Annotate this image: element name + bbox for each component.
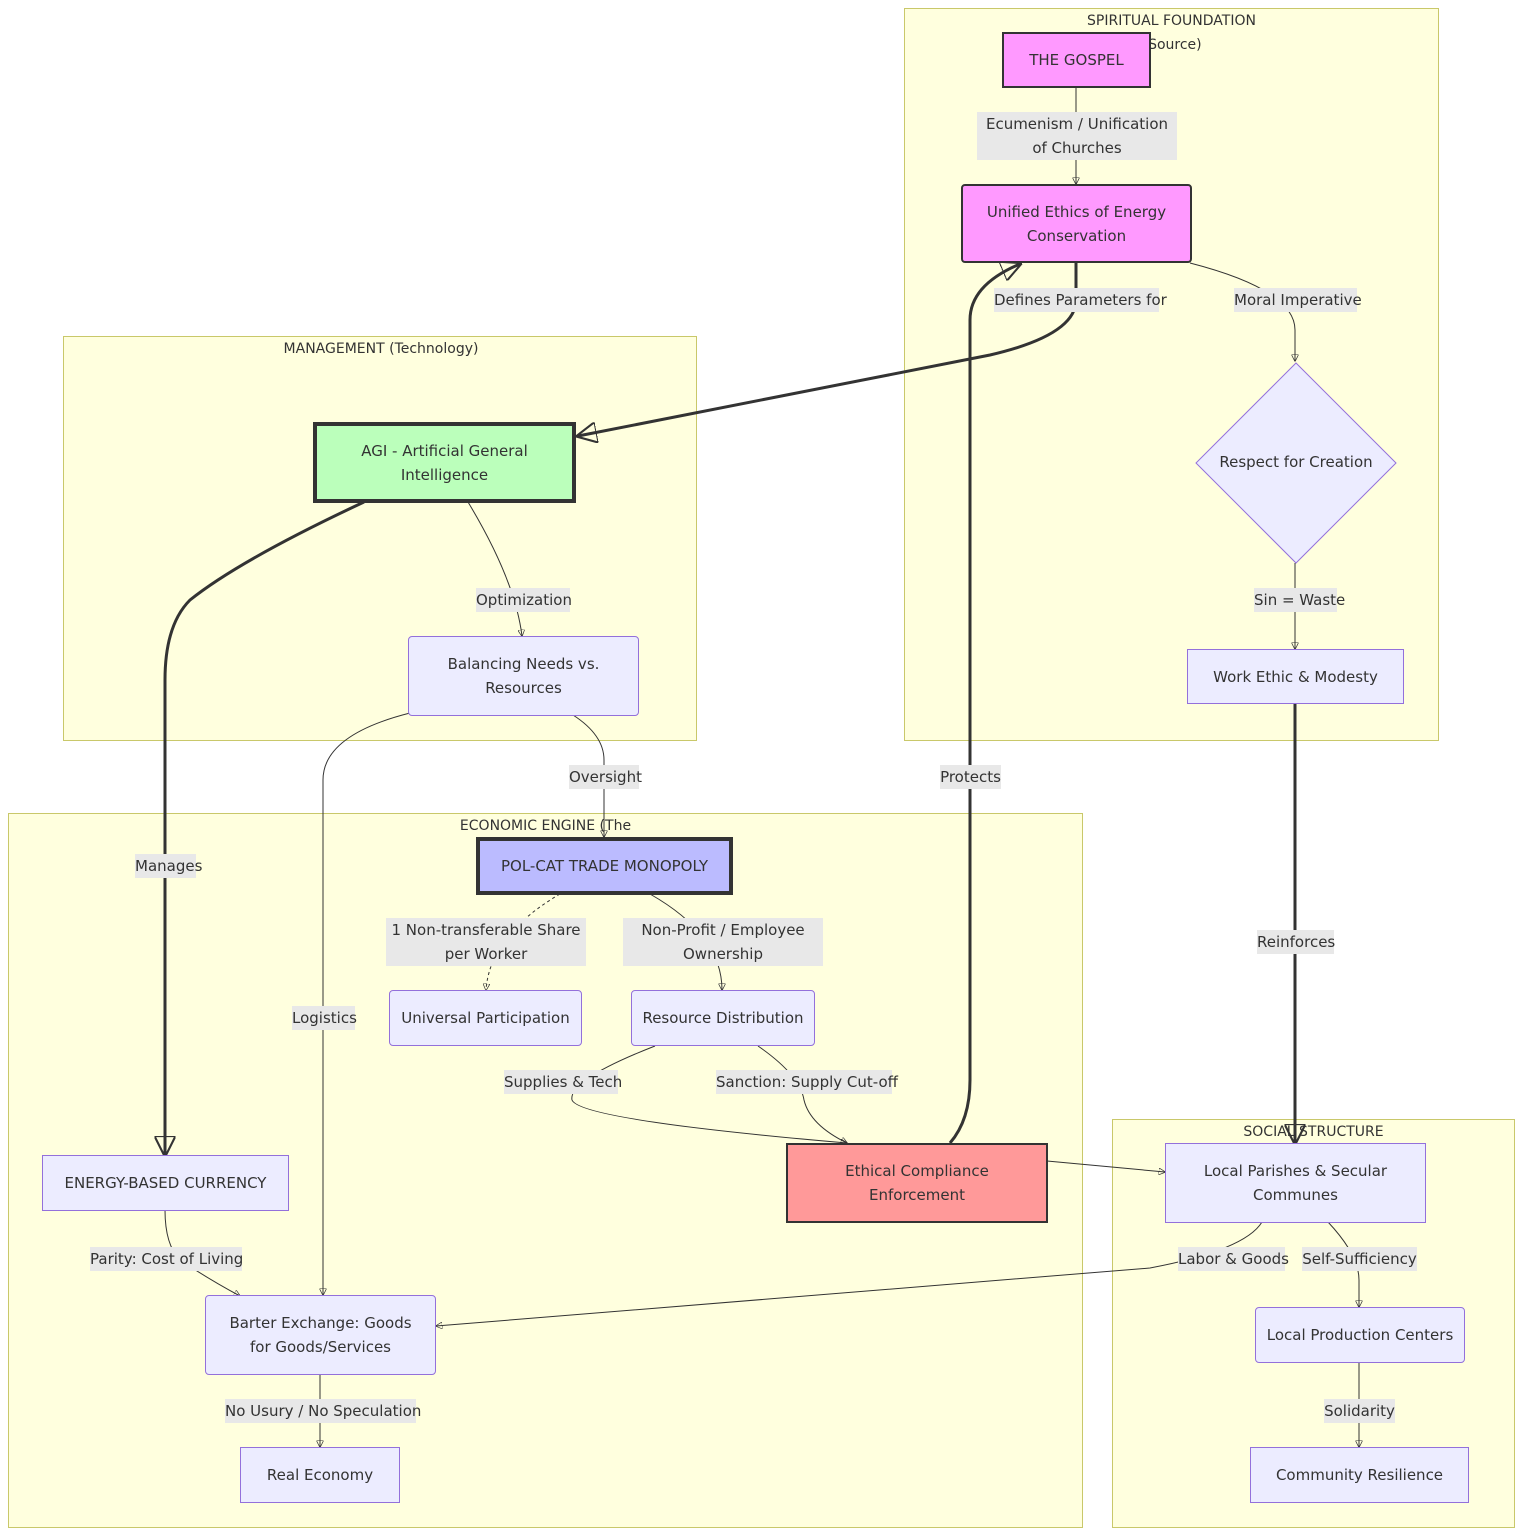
node-respect-label: Respect for Creation	[1219, 453, 1373, 471]
node-label: Work Ethic & Modesty	[1213, 667, 1378, 686]
edge-label-line: Non-Profit / Employee	[641, 921, 805, 939]
edge-label-one-share: 1 Non-transferable Share per Worker	[386, 918, 586, 966]
edge-label-supplies-tech: Supplies & Tech	[504, 1070, 622, 1094]
node-label-line: Enforcement	[869, 1186, 965, 1204]
node-barter-exchange[interactable]: Barter Exchange: Goods for Goods/Service…	[205, 1295, 436, 1375]
node-label-line: Unified Ethics of Energy	[986, 202, 1167, 221]
node-agi[interactable]: AGI - Artificial General Intelligence	[313, 422, 576, 503]
edge-label-non-profit: Non-Profit / Employee Ownership	[623, 918, 823, 966]
node-label: ENERGY-BASED CURRENCY	[64, 1174, 267, 1192]
node-label-line: Barter Exchange: Goods	[229, 1314, 412, 1332]
edge-label-protects: Protects	[940, 765, 1001, 789]
node-label-line: Local Parishes & Secular	[1203, 1162, 1388, 1180]
edge-label-line: per Worker	[444, 945, 528, 963]
edge-parishes-to-barter	[436, 1221, 1263, 1326]
node-label: Community Resilience	[1275, 1466, 1444, 1484]
edge-label-sin-waste: Sin = Waste	[1254, 588, 1345, 612]
edge-label-parity: Parity: Cost of Living	[90, 1247, 243, 1271]
cluster-management: MANAGEMENT (Technology)	[63, 336, 697, 741]
node-label-line: Balancing Needs vs.	[447, 655, 600, 673]
edge-balancing-to-barter	[323, 712, 411, 1295]
node-label: THE GOSPEL	[1029, 51, 1124, 69]
edge-label-reinforces: Reinforces	[1257, 930, 1335, 954]
node-label-line: Communes	[1253, 1186, 1338, 1204]
cluster-title-management: MANAGEMENT (Technology)	[283, 341, 479, 357]
cluster-title-economic: ECONOMIC ENGINE (The	[459, 818, 632, 834]
node-label: Unified Ethics of Energy Conservation	[987, 200, 1166, 248]
node-label: Local Parishes & Secular Communes	[1204, 1159, 1387, 1207]
node-community-resilience[interactable]: Community Resilience	[1250, 1447, 1469, 1503]
node-the-gospel[interactable]: THE GOSPEL	[1002, 32, 1151, 88]
edge-label-line: 1 Non-transferable Share	[391, 921, 581, 939]
node-label-line: Resources	[485, 679, 562, 697]
node-work-ethic[interactable]: Work Ethic & Modesty	[1187, 649, 1404, 704]
edge-agi-to-currency	[165, 500, 365, 1155]
cluster-title-spiritual: SPIRITUAL FOUNDATION	[1087, 13, 1256, 29]
edge-distribution-sanction	[757, 1045, 847, 1143]
edge-label-defines-parameters: Defines Parameters for	[994, 288, 1167, 312]
edge-label-moral-imperative: Moral Imperative	[1234, 288, 1362, 312]
edge-label-sanction: Sanction: Supply Cut-off	[716, 1070, 898, 1094]
node-label: Barter Exchange: Goods for Goods/Service…	[229, 1311, 411, 1359]
node-label-line: for Goods/Services	[249, 1338, 391, 1356]
edge-label-line: Ownership	[683, 945, 763, 963]
edge-label-optimization: Optimization	[476, 588, 572, 612]
node-ethical-compliance[interactable]: Ethical Compliance Enforcement	[786, 1143, 1048, 1223]
edge-label-logistics: Logistics	[292, 1006, 357, 1030]
node-label: POL-CAT TRADE MONOPOLY	[500, 857, 709, 875]
node-label-line: Intelligence	[400, 465, 489, 484]
node-label-line: Conservation	[1026, 226, 1127, 245]
edge-distribution-supplies	[571, 1045, 847, 1143]
edge-label-line: of Churches	[1032, 139, 1122, 157]
edge-label-labor-goods: Labor & Goods	[1178, 1247, 1289, 1271]
node-real-economy[interactable]: Real Economy	[240, 1447, 400, 1503]
edge-label-line: Ecumenism / Unification	[985, 115, 1169, 133]
node-label: Universal Participation	[401, 1009, 570, 1027]
node-label-line: Ethical Compliance	[845, 1162, 989, 1180]
edge-label-manages: Manages	[135, 854, 202, 878]
node-energy-based-currency[interactable]: ENERGY-BASED CURRENCY	[42, 1155, 289, 1211]
edge-label-no-usury: No Usury / No Speculation	[225, 1399, 421, 1423]
edge-compliance-to-ethics	[948, 264, 1020, 1144]
edge-label-self-sufficiency: Self-Sufficiency	[1302, 1247, 1417, 1271]
node-universal-participation[interactable]: Universal Participation	[389, 990, 582, 1046]
edge-ethics-to-respect	[1189, 262, 1295, 361]
node-label: Real Economy	[266, 1466, 374, 1484]
node-local-production-centers[interactable]: Local Production Centers	[1255, 1307, 1465, 1363]
node-local-parishes[interactable]: Local Parishes & Secular Communes	[1165, 1143, 1426, 1223]
node-label: Ethical Compliance Enforcement	[845, 1159, 989, 1207]
node-balancing-needs[interactable]: Balancing Needs vs. Resources	[408, 636, 639, 716]
edge-label-ecumenism: Ecumenism / Unification of Churches	[977, 112, 1177, 160]
node-label-line: AGI - Artificial General	[361, 441, 528, 460]
node-label: Local Production Centers	[1266, 1326, 1454, 1344]
edge-compliance-to-parishes	[1046, 1160, 1165, 1172]
edge-label-oversight: Oversight	[569, 765, 642, 789]
node-respect-for-creation[interactable]	[1195, 362, 1397, 564]
edge-balancing-to-polcat	[572, 714, 604, 837]
node-label: Balancing Needs vs. Resources	[448, 652, 600, 700]
cluster-subtitle-fragment: e Source)	[1135, 37, 1202, 53]
node-polcat-trade-monopoly[interactable]: POL-CAT TRADE MONOPOLY	[476, 837, 733, 895]
cluster-title-social: SOCIAL STRUCTURE	[1243, 1124, 1384, 1140]
edge-agi-to-balancing	[467, 501, 522, 636]
node-label: Resource Distribution	[642, 1009, 804, 1027]
node-unified-ethics[interactable]: Unified Ethics of Energy Conservation	[961, 184, 1192, 263]
node-resource-distribution[interactable]: Resource Distribution	[631, 990, 815, 1046]
edge-label-solidarity: Solidarity	[1324, 1399, 1395, 1423]
node-label: AGI - Artificial General Intelligence	[361, 439, 528, 487]
edge-polcat-to-participation	[486, 893, 561, 990]
